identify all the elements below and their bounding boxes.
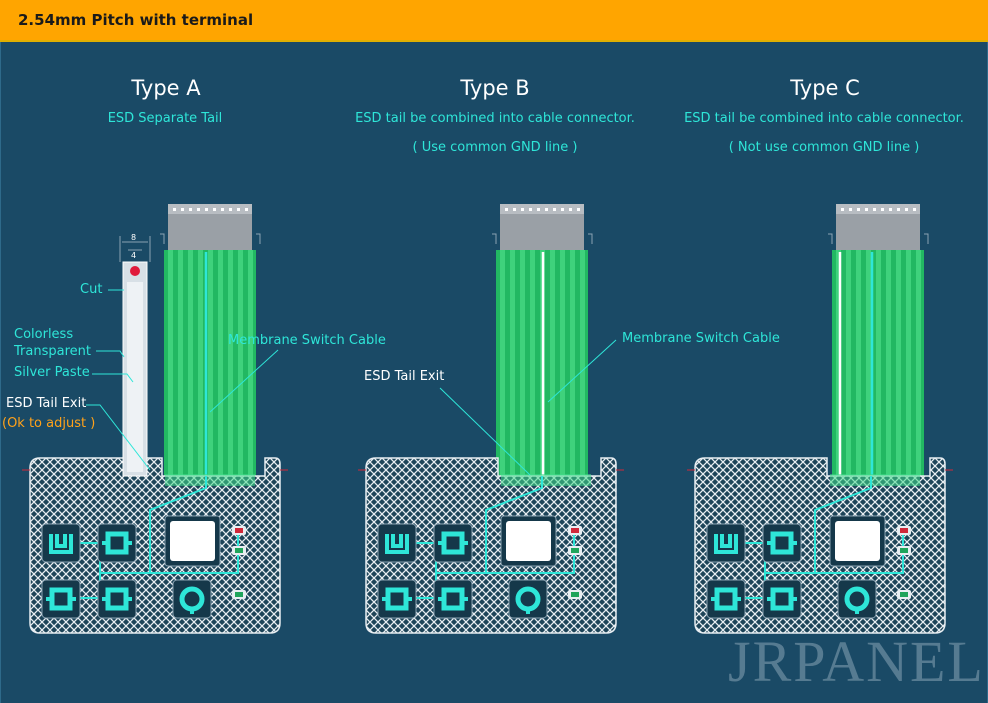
type-c-title: Type C: [790, 76, 860, 100]
label-esd-tail-exit-b: ESD Tail Exit: [364, 369, 445, 384]
type-b-diagram: [358, 203, 624, 633]
label-silver-paste: Silver Paste: [14, 365, 90, 380]
label-membrane-cable-b: Membrane Switch Cable: [622, 331, 780, 346]
label-transparent: Transparent: [14, 344, 91, 359]
type-a-subtitle: ESD Separate Tail: [107, 111, 223, 126]
label-membrane-cable-a: Membrane Switch Cable: [228, 333, 386, 348]
header-title: 2.54mm Pitch with terminal: [18, 11, 254, 29]
label-colorless: Colorless: [14, 327, 74, 342]
dimension-4: 4: [131, 251, 137, 260]
header-bar: 2.54mm Pitch with terminal: [0, 0, 988, 42]
type-c-subtitle: ESD tail be combined into cable connecto…: [684, 111, 964, 126]
type-c-note: ( Not use common GND line ): [728, 140, 920, 155]
watermark-logo: JRPANEL: [728, 629, 985, 694]
type-b-subtitle: ESD tail be combined into cable connecto…: [355, 111, 635, 126]
type-a-title: Type A: [131, 76, 201, 100]
label-ok-to-adjust: (Ok to adjust ): [2, 416, 96, 431]
type-b-title: Type B: [460, 76, 530, 100]
type-b-note: ( Use common GND line ): [412, 140, 578, 155]
label-cut: Cut: [80, 282, 103, 297]
type-a-diagram: [22, 203, 288, 633]
label-esd-tail-exit-a: ESD Tail Exit: [6, 396, 87, 411]
dimension-8: 8: [131, 233, 137, 242]
type-c-diagram: [687, 203, 953, 633]
